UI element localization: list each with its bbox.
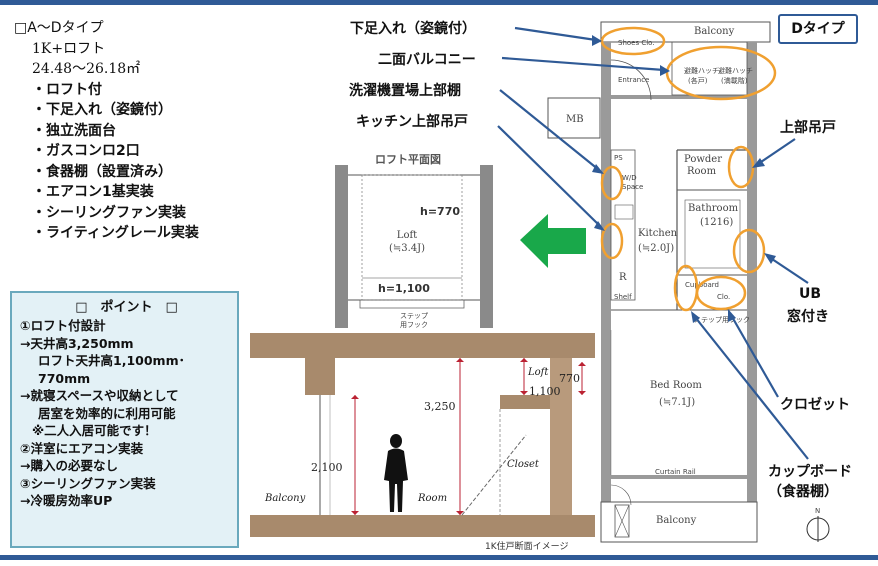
tag-two-balcony: 二面バルコニー [378,52,476,68]
loft-step-hook-1: ステップ [400,312,428,320]
spec-feature: ・ロフト付 [32,81,102,98]
tag-ub-1: UB [799,286,822,302]
spec-feature: ・ガスコンロ2口 [32,143,140,159]
highlight-closet [695,275,747,311]
loft-area: (≒3.4J) [389,243,425,254]
point-line: →就寝スペースや収納として [20,388,179,403]
plan-shelf: Shelf [614,293,632,301]
highlight-kitchen-cabinet [600,222,624,260]
plan-hatch2-b: (満載階) [721,76,748,85]
point-line: 居室を効率的に利用可能 [38,405,176,421]
type-badge: Dタイプ [778,14,858,44]
highlight-ub-window [732,228,766,274]
point-line: →冷暖房効率UP [20,493,113,508]
points-heading: □ ポイント □ [75,300,178,315]
tag-shoe-box: 下足入れ（姿鏡付） [350,21,476,37]
plan-mb: MB [566,114,584,125]
plan-wd: W/D [622,174,637,182]
spec-feature: ・エアコン1基実装 [32,184,154,200]
section-dim-1100: 1,100 [529,385,561,398]
plan-bath-size: (1216) [700,217,733,228]
point-line: ロフト天井高1,100mm･770mm [38,353,185,386]
point-line: ②洋室にエアコン実装 [20,440,144,456]
spec-feature: ・ライティングレール実装 [32,225,199,241]
points-panel: □ ポイント □ ①ロフト付設計 →天井高3,250mm ロフト天井高1,100… [10,291,239,548]
plan-step-hook: ステップ用フック [694,316,750,324]
person-silhouette [384,434,408,512]
plan-balcony-top: Balcony [694,26,735,37]
tag-cupboard-1: カップボード [768,464,852,480]
plan-powder-2: Room [687,166,717,177]
tag-upper-cabinet: 上部吊戸 [780,120,836,136]
plan-hatch1-b: (各戸) [688,76,708,85]
plan-cupboard: Cupboard [685,281,719,289]
spec-feature: ・独立洗面台 [32,122,116,139]
floor-plan-text: Balcony Balcony Shoes Clo. Entrance 避難ハッ… [566,26,753,526]
point-line: ③シーリングファン実装 [20,475,156,491]
section-view: 3,250 2,100 1,100 770 Loft Closet Balcon… [250,333,595,552]
point-line: →購入の必要なし [20,458,118,473]
tag-closet: クロゼット [780,397,850,413]
section-balcony-label: Balcony [264,493,306,504]
section-closet-label: Closet [507,459,540,470]
section-dim-2100: 2,100 [311,461,343,474]
plan-ps: PS [614,154,623,162]
plan-kitchen-area: (≒2.0J) [638,243,674,254]
plan-hatch2-a: 避難ハッチ [718,66,753,75]
plan-r: R [619,272,627,283]
loft-step-hook-2: 用フック [400,321,428,329]
highlight-laundry-shelf [600,165,624,201]
spec-layout: 1K+ロフト [32,40,106,57]
plan-bed-1: Bed Room [650,380,702,391]
plan-curtain-rail: Curtain Rail [655,468,696,476]
loft-label: Loft [397,230,417,241]
loft-plan-title: ロフト平面図 [375,153,441,166]
tag-ub-2: 窓付き [787,309,829,325]
section-dim-3250: 3,250 [424,400,456,413]
spec-feature: ・シーリングファン実装 [32,204,186,221]
section-loft-label: Loft [527,367,549,378]
point-line: ※二人入居可能です！ [32,423,157,438]
highlight-balcony [665,45,777,101]
plan-bed-2: (≒7.1J) [659,397,695,408]
plan-space: Space [622,183,643,191]
plan-bathroom: Bathroom [688,203,739,214]
spec-area: 24.48〜26.18㎡ [32,61,141,77]
plan-hatch1-a: 避難ハッチ [684,66,719,75]
green-arrow-icon [520,214,586,268]
section-room-label: Room [417,493,447,504]
loft-height-upper: h=770 [420,205,460,218]
tag-kitchen-cabinet: キッチン上部吊戸 [356,114,468,130]
plan-kitchen: Kitchen [638,228,678,239]
plan-balcony-bottom: Balcony [656,515,697,526]
north-icon: N [806,507,830,542]
loft-plan: Loft (≒3.4J) h=770 h=1,100 ステップ 用フック [335,165,493,329]
plan-powder-1: Powder [684,154,722,165]
spec-feature: ・下足入れ（姿鏡付） [32,102,172,118]
section-dim-770: 770 [559,372,580,385]
section-caption: 1K住戸断面イメージ [485,540,568,552]
north-label: N [815,507,820,515]
spec-title: □A〜Dタイプ [14,20,104,36]
top-rule [0,0,878,5]
tag-cupboard-2: （食器棚） [768,484,838,500]
tag-laundry-shelf: 洗濯機置場上部棚 [349,83,461,99]
spec-list: □A〜Dタイプ 1K+ロフト 24.48〜26.18㎡ ・ロフト付 ・下足入れ（… [14,18,199,244]
point-line: ①ロフト付設計 [20,318,106,333]
point-line: →天井高3,250mm [20,335,134,351]
spec-feature: ・食器棚（設置済み） [32,163,172,180]
loft-height-lower: h=1,100 [378,282,430,295]
bottom-rule [0,555,878,560]
plan-shoes: Shoes Clo. [618,39,655,47]
plan-entrance: Entrance [618,76,649,84]
leader-arrows [497,26,809,460]
plan-clo: Clo. [717,293,730,301]
